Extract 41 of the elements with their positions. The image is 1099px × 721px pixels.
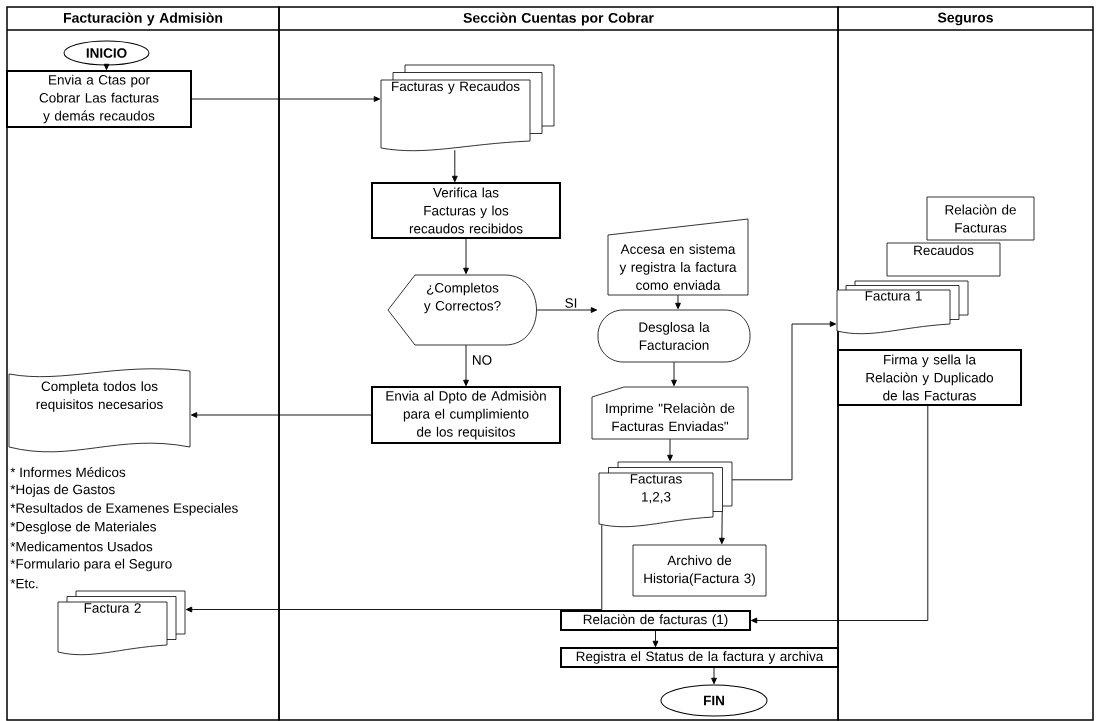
arrow	[103, 63, 110, 71]
arrow	[190, 412, 373, 418]
document-stack: Factura 2	[57, 590, 186, 656]
arrow	[667, 438, 673, 462]
arrow	[750, 404, 929, 624]
arrow	[190, 96, 381, 102]
arrow	[675, 294, 681, 310]
arrow	[536, 307, 598, 313]
arrow	[731, 321, 837, 481]
arrow	[463, 344, 469, 387]
note-text: *Medicamentos Usados	[10, 541, 153, 552]
note-text: *Resultados de Examenes Especiales	[10, 502, 238, 516]
process-box: Envia al Dpto de Admisiòn para el cumplimiento de los requisitos	[371, 386, 561, 444]
process-box: Envia a Ctas por Cobrar Las facturas y demás recaudos	[6, 70, 192, 128]
arrow	[652, 629, 659, 648]
note-text: * Informes Médicos	[10, 466, 126, 478]
document-stack: Factura 1	[836, 280, 969, 335]
process-box: Recaudos	[886, 242, 1001, 277]
arrow	[711, 666, 717, 685]
arrow	[671, 361, 677, 387]
rounded-process-box: Desglosa la Facturacion	[597, 309, 751, 363]
process-box: Relaciòn de facturas (1)	[560, 610, 751, 631]
note-text: *Desglose de Materiales	[10, 521, 156, 535]
note-text: *Hojas de Gastos	[10, 484, 115, 497]
note-text: *Etc.	[10, 578, 38, 589]
edge-label: SI	[563, 297, 579, 309]
terminator-oval: FIN	[660, 684, 768, 717]
edge-label: NO	[470, 354, 494, 366]
arrow	[185, 524, 603, 613]
process-box: Relaciòn de Facturas	[926, 196, 1035, 241]
process-box: Registra el Status de la factura y archiva	[560, 647, 839, 668]
process-box: Firma y sella la Relaciòn y Duplicado de las Facturas	[837, 349, 1022, 406]
arrow	[463, 237, 469, 275]
process-box: Verifica las Facturas y los recaudos recibidos	[371, 182, 561, 239]
terminator-oval: INICIO	[63, 40, 150, 66]
arrow	[451, 149, 458, 183]
document-stack: Facturas 1,2,3	[598, 461, 733, 528]
document-stack: Facturas y Recaudos	[380, 64, 555, 152]
process-box: Archivo de Historia(Factura 3)	[632, 544, 767, 597]
note-text: *Formulario para el Seguro	[10, 558, 172, 572]
arrow	[719, 510, 725, 545]
